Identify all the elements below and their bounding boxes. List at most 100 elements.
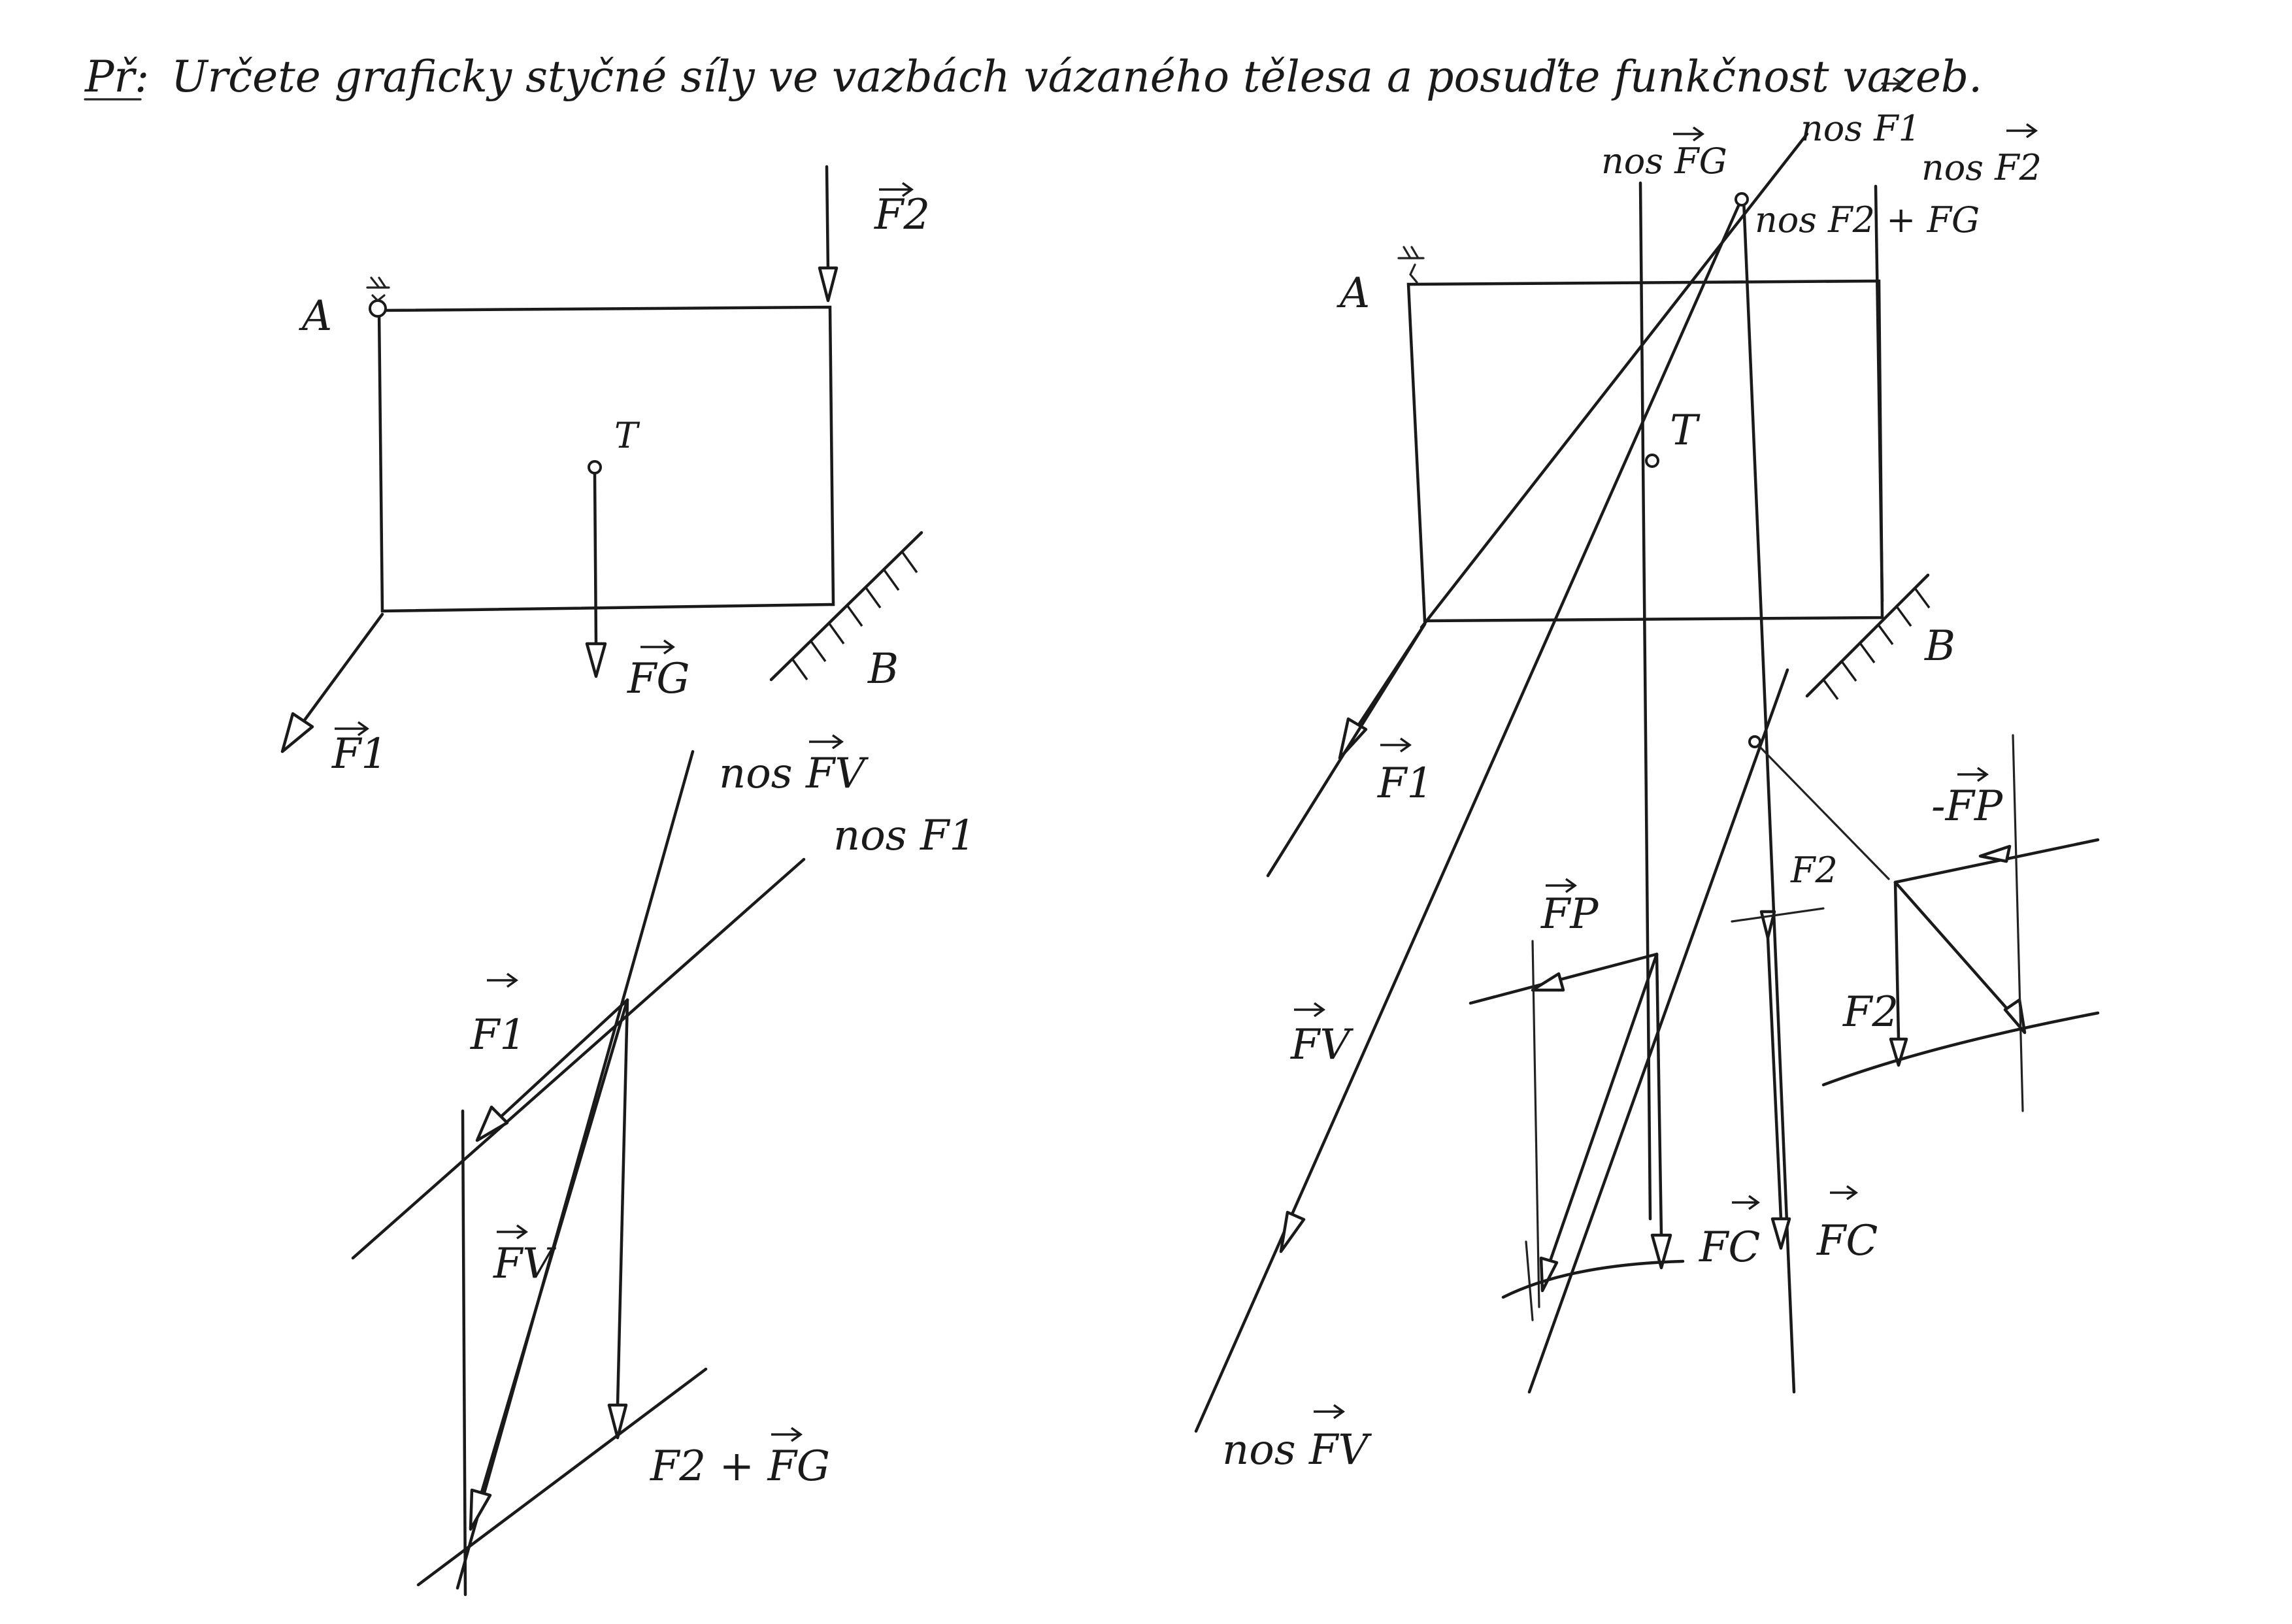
left-axis-F1-label: nos F1 (833, 812, 976, 860)
left-FG-arrowhead (585, 642, 607, 678)
left-F2-label: F2 (874, 191, 930, 239)
right-FC-2-arrowhead (1770, 1217, 1791, 1250)
left-body-figure: A B T FG F2 F1 (280, 165, 930, 778)
right-small-F2-arrowhead (1889, 1037, 1908, 1067)
left-FG-vector-mark (640, 639, 676, 655)
right-centroid-T (1645, 454, 1659, 468)
left-force-polygon: nos FV nos F1 F1 F2 + FG FV (351, 734, 976, 1597)
right-axis-FG-line (1638, 181, 1652, 1221)
right-axis-FV-label: nos FV (1222, 1426, 1372, 1474)
right-polygon-closing-curve (1501, 1259, 1685, 1299)
left-F1-vector-mark (335, 721, 370, 737)
left-polygon-F2FG-vector-mark (771, 1427, 803, 1442)
right-polygon-FV-vector (1547, 952, 1659, 1267)
right-small-polygon-vertical (2012, 734, 2024, 1112)
right-minus-FP-arrowhead (1978, 844, 2012, 863)
left-point-B-label: B (867, 645, 899, 693)
right-axis-FG-vector-mark (1673, 126, 1705, 142)
left-F2-arrowhead (818, 266, 839, 303)
left-polygon-FV-arrowhead (469, 1488, 492, 1531)
right-F1-label: F1 (1377, 759, 1433, 808)
left-point-T-label: T (614, 415, 640, 456)
left-FG-vector (593, 472, 598, 646)
right-F1-vector-mark (1380, 737, 1412, 753)
right-point-T-label: T (1670, 406, 1701, 455)
title-prefix: Př: (84, 52, 149, 102)
right-small-polygon-diagonal (1893, 880, 2021, 1025)
right-small-F2-label: F2 (1842, 988, 1899, 1036)
left-polygon-FV-vector-mark (497, 1224, 529, 1240)
right-support-B-hatch (1822, 587, 1931, 701)
left-polygon-FV-vector (478, 998, 629, 1499)
right-FC-1-label: FC (1699, 1223, 1760, 1272)
left-FG-label: FG (627, 655, 690, 703)
right-minus-FP-vector-mark (1957, 767, 1989, 782)
left-polygon-F1-label: F1 (470, 1011, 526, 1059)
left-point-A-label: A (299, 292, 332, 340)
right-small-polygon-link (1757, 744, 1890, 880)
right-polygon-FV-arrowhead (1539, 1256, 1559, 1293)
left-polygon-F2FG-arrowhead (607, 1403, 628, 1440)
right-FC-2-label: FC (1816, 1217, 1878, 1265)
left-axis-FV-label: nos FV (719, 750, 869, 798)
right-F2-arrowhead (1759, 910, 1776, 940)
right-FP-line (1469, 952, 1659, 1005)
left-F1-vector (299, 612, 384, 727)
right-axis-F1-label: nos F1 (1801, 108, 1921, 149)
right-small-polygon-tick (1731, 907, 1825, 923)
right-F2-label: F2 (1790, 850, 1838, 891)
right-FC-1-vector (1655, 952, 1663, 1237)
right-FC-2-vector (1766, 936, 1783, 1221)
left-axis-FV-vector-mark (809, 734, 844, 750)
right-axis-F2-vector-mark (2006, 123, 2038, 139)
right-support-A-icon (1397, 246, 1425, 284)
right-support-B-line (1805, 573, 1930, 698)
left-polygon-F1-arrowhead (475, 1105, 509, 1142)
right-helper-vertical-1 (1531, 940, 1540, 1308)
left-F1-label: F1 (331, 730, 388, 778)
right-minus-FP-line (1893, 838, 2100, 884)
right-FP-vector-mark (1546, 878, 1578, 893)
left-polygon-FV-label: FV (493, 1240, 556, 1288)
right-axis-F1-through-A (1420, 132, 1809, 629)
right-intersection-point (1735, 192, 1749, 207)
left-body-rectangle (377, 305, 835, 613)
left-polygon-F2FG-vector (616, 998, 629, 1407)
left-support-A-icon (366, 276, 390, 303)
left-polygon-F1-vector (498, 998, 629, 1119)
right-body-figure: A B T nos FG nos F2 + FG nos F2 nos F1 (1194, 108, 2100, 1474)
right-FC-1-arrowhead (1650, 1233, 1672, 1270)
right-point-B-label: B (1924, 622, 1955, 671)
right-FV-vector-mark (1294, 1002, 1326, 1018)
right-axis-F2-label: nos F2 (1921, 147, 2042, 188)
title-arrow-mark (1881, 77, 1904, 90)
right-axis-F1-lower (1266, 622, 1427, 878)
right-FV-arrowhead (1279, 1210, 1306, 1253)
left-polygon-F1-vector-mark (487, 972, 519, 988)
right-helper-vertical-2 (1525, 1240, 1534, 1321)
right-axis-FG-label: nos FG (1601, 141, 1727, 182)
left-support-A-pin (369, 299, 387, 318)
right-small-F2-vector (1893, 880, 1901, 1041)
right-FV-label: FV (1290, 1021, 1354, 1069)
right-axis-F2-line (1874, 184, 1884, 603)
right-small-polygon-closing (1821, 1011, 2100, 1087)
left-polygon-closing-line (416, 1367, 708, 1587)
right-axis-F2FG-line (1742, 197, 1796, 1394)
right-minus-FP-label: -FP (1931, 782, 2003, 831)
left-F2-vector-mark (879, 182, 914, 197)
right-body-rectangle (1406, 279, 1884, 623)
right-FC-1-vector-mark (1732, 1195, 1761, 1210)
title-line: Př: Určete graficky styčné síly ve vazbá… (84, 52, 1982, 102)
left-F2-vector (825, 165, 830, 273)
right-point-A-label: A (1337, 269, 1370, 318)
left-polygon-FV-axis-vertical (461, 1109, 467, 1597)
right-FP-label: FP (1540, 890, 1599, 938)
left-polygon-F2FG-label: F2 + FG (650, 1442, 830, 1491)
left-F1-arrowhead (280, 712, 314, 754)
left-support-B-hatch (791, 550, 918, 681)
title-text: Určete graficky styčné síly ve vazbách v… (171, 52, 1982, 102)
left-axis-F1-line (351, 857, 806, 1260)
